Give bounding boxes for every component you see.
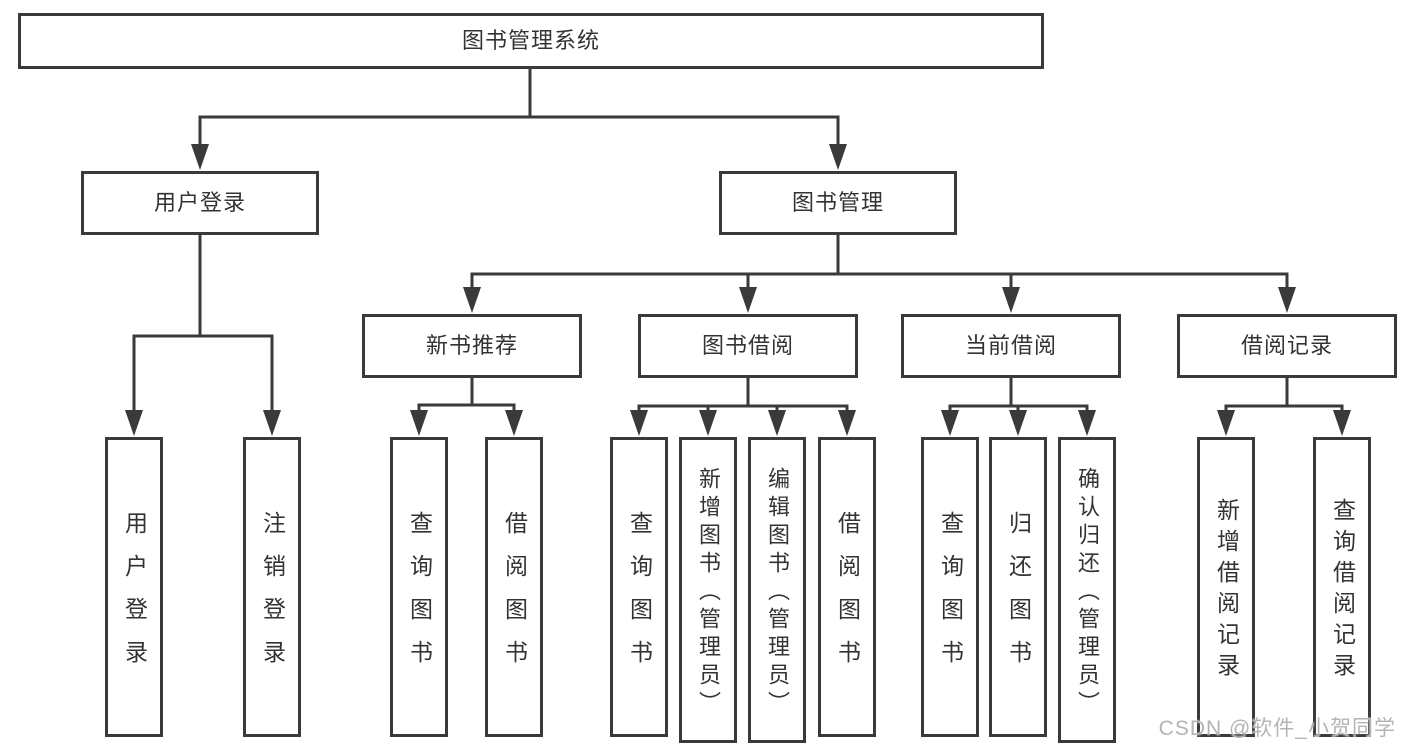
node-new-book-recommend: 新书推荐 (362, 314, 582, 378)
node-user-login: 用户登录 (81, 171, 319, 235)
node-borrow-records: 借阅记录 (1177, 314, 1397, 378)
leaf-borrow-books-recommend: 借阅图书 (485, 437, 543, 737)
csdn-watermark: CSDN @软件_小贺同学 (1158, 717, 1396, 740)
leaf-query-books-current: 查询图书 (921, 437, 979, 737)
leaf-query-borrow-record: 查询借阅记录 (1313, 437, 1371, 737)
leaf-edit-book-admin: 编辑图书（管理员） (748, 437, 806, 743)
leaf-confirm-return-admin: 确认归还（管理员） (1058, 437, 1116, 743)
leaf-query-books-recommend: 查询图书 (390, 437, 448, 737)
leaf-query-books-borrow: 查询图书 (610, 437, 668, 737)
leaf-borrow-books: 借阅图书 (818, 437, 876, 737)
leaf-add-borrow-record: 新增借阅记录 (1197, 437, 1255, 737)
node-book-management: 图书管理 (719, 171, 957, 235)
leaf-user-login: 用户登录 (105, 437, 163, 737)
node-book-borrow: 图书借阅 (638, 314, 858, 378)
leaf-logout: 注销登录 (243, 437, 301, 737)
leaf-return-book: 归还图书 (989, 437, 1047, 737)
node-current-borrow: 当前借阅 (901, 314, 1121, 378)
leaf-add-book-admin: 新增图书（管理员） (679, 437, 737, 743)
node-library-management-system: 图书管理系统 (18, 13, 1044, 69)
